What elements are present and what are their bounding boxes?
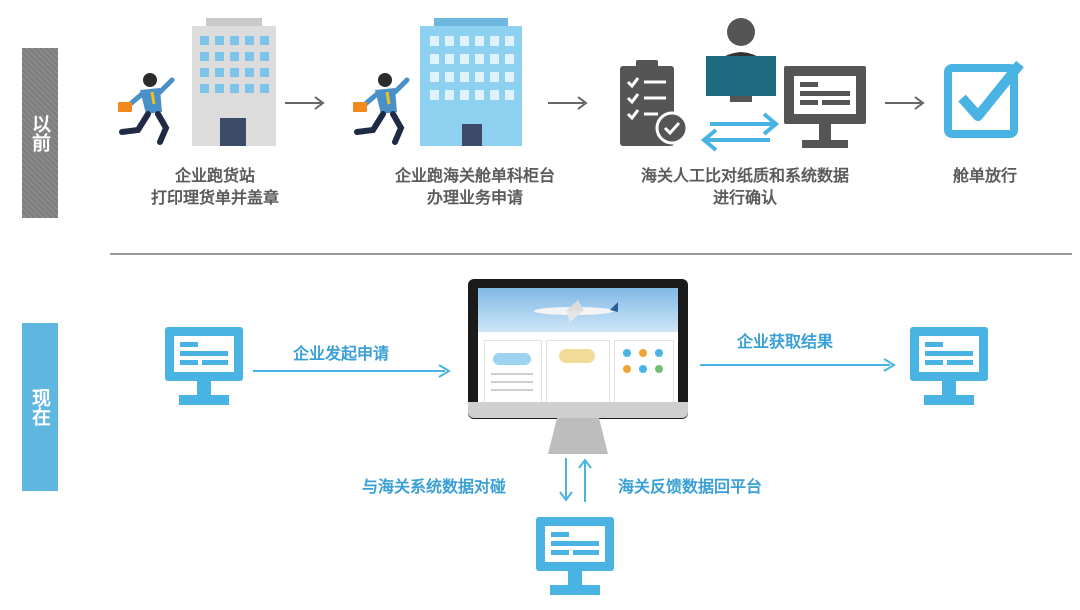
airplane-icon — [526, 298, 622, 324]
step-3-label: 海关人工比对纸质和系统数据 进行确认 — [610, 165, 880, 209]
app-icon — [639, 349, 647, 357]
arrow-right-icon — [285, 96, 327, 110]
enterprise-monitor-icon — [163, 325, 245, 407]
flow-feedback-label: 海关反馈数据回平台 — [618, 473, 762, 497]
step-4-line1: 舱单放行 — [940, 165, 1030, 187]
running-man-icon — [345, 70, 415, 145]
app-icon — [655, 365, 663, 373]
checklist-icon — [618, 60, 688, 148]
text-line — [491, 389, 533, 391]
step-4-label: 舱单放行 — [940, 165, 1030, 187]
customs-system-monitor-icon — [534, 515, 616, 597]
arrow-right-icon — [548, 96, 590, 110]
arrow-submit-icon — [253, 364, 453, 378]
arrow-up-icon — [578, 458, 592, 502]
checkbox-checked-icon — [942, 58, 1026, 142]
map-graphic — [559, 349, 595, 363]
freight-station-building-icon — [190, 18, 278, 146]
customs-officer-icon — [700, 16, 782, 102]
platform-monitor-chin — [468, 402, 688, 418]
swap-arrows-icon — [700, 112, 780, 152]
platform-panel-right — [614, 340, 674, 404]
app-icon — [623, 349, 631, 357]
step-3-line1: 海关人工比对纸质和系统数据 — [610, 165, 880, 187]
arrow-result-icon — [700, 358, 898, 372]
app-icon — [639, 365, 647, 373]
arrow-down-icon — [559, 458, 573, 502]
section-divider — [110, 253, 1072, 255]
section-tab-before: 以前 — [22, 48, 58, 218]
step-2-label: 企业跑海关舱单科柜台 办理业务申请 — [370, 165, 580, 209]
section-tab-before-label: 以前 — [28, 114, 52, 152]
result-monitor-icon — [908, 325, 990, 407]
platform-monitor — [468, 279, 688, 419]
network-graphic — [493, 353, 531, 365]
monitor-icon — [782, 64, 868, 150]
app-icon — [655, 349, 663, 357]
customs-building-icon — [412, 18, 534, 146]
step-1-label: 企业跑货站 打印理货单并盖章 — [130, 165, 300, 209]
flow-compare-label: 与海关系统数据对碰 — [362, 473, 506, 497]
platform-panel-left — [484, 340, 542, 404]
text-line — [491, 381, 533, 383]
running-man-icon — [110, 70, 180, 145]
section-tab-now: 现在 — [22, 323, 58, 491]
platform-panel-middle — [546, 340, 610, 404]
app-icon — [623, 365, 631, 373]
section-tab-now-label: 现在 — [28, 388, 52, 426]
step-1-line1: 企业跑货站 — [130, 165, 300, 187]
arrow-right-icon — [885, 96, 927, 110]
step-3-line2: 进行确认 — [610, 187, 880, 209]
platform-monitor-neck — [548, 418, 608, 454]
step-1-line2: 打印理货单并盖章 — [130, 187, 300, 209]
platform-header-banner — [478, 288, 678, 332]
flow-submit-label: 企业发起申请 — [293, 340, 389, 364]
flow-result-label: 企业获取结果 — [737, 328, 833, 352]
step-2-line1: 企业跑海关舱单科柜台 — [370, 165, 580, 187]
platform-screen — [478, 288, 678, 410]
text-line — [491, 373, 533, 375]
step-2-line2: 办理业务申请 — [370, 187, 580, 209]
